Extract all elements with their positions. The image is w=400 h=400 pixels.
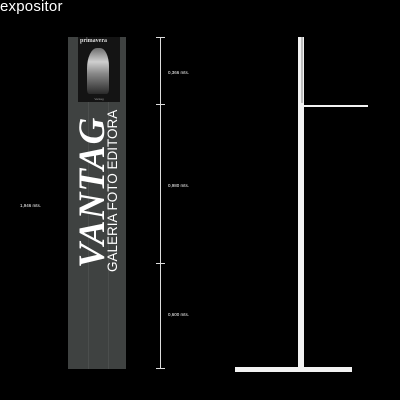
poster-image: primavera Vantag [78,37,120,102]
model-photo [87,48,109,94]
dimension-line [160,37,161,369]
dimension-tick-1 [156,104,165,105]
page-title: expositor [0,0,63,15]
poster-title: primavera [80,38,107,44]
total-height-label: 1,946 mts. [20,203,42,208]
dimension-tick-2 [156,263,165,264]
top-section-label: 0,366 mts. [168,70,190,75]
stand-panel-edge [301,37,303,103]
stand-pole [298,37,304,369]
poster-footer: Vantag [94,97,104,101]
dimension-tick-top [156,37,165,38]
middle-section-label: 0,980 mts. [168,183,190,188]
bottom-section-label: 0,600 mts. [168,312,190,317]
stand-base [235,367,352,372]
dimension-tick-bottom [156,368,165,369]
stand-shelf [300,105,368,107]
brand-subtitle: GALERIA FOTO EDITORA [105,109,120,272]
